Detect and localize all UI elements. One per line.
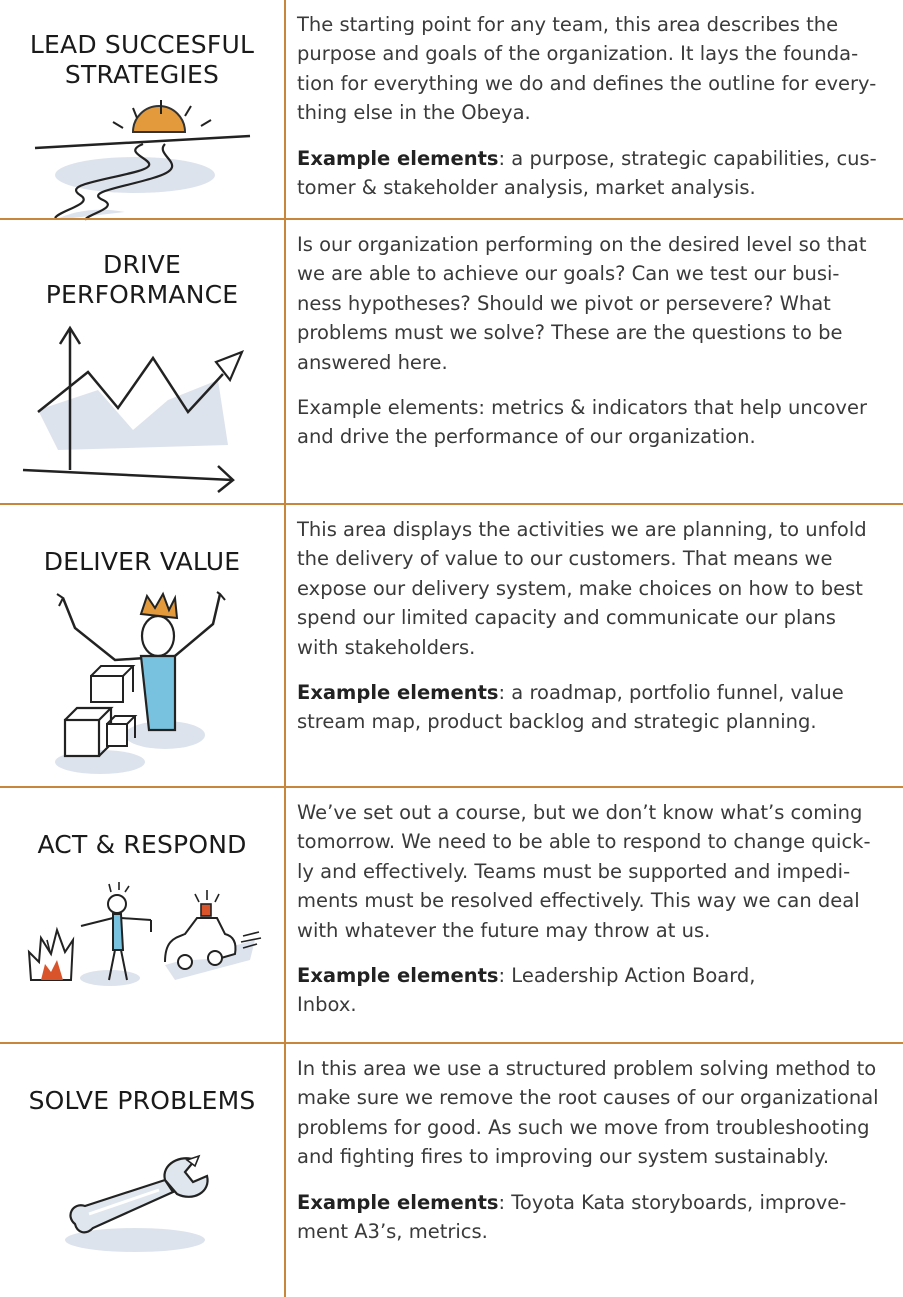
- text-line: We’ve set out a course, but we don’t kno…: [297, 801, 863, 824]
- row-title-line: DELIVER VALUE: [43, 547, 241, 576]
- example-line: : Leadership Action Board,: [498, 964, 756, 988]
- row-left-cell: SOLVE PROBLEMS: [0, 1044, 284, 1297]
- column-divider: [284, 788, 286, 1044]
- text-line: the delivery of value to our customers. …: [297, 547, 833, 571]
- row-title-line: DRIVE: [103, 250, 181, 279]
- row-description: We’ve set out a course, but we don’t kno…: [297, 798, 887, 945]
- column-divider: [284, 1044, 286, 1297]
- example-line: : a purpose, strategic capabilities, cus…: [498, 146, 877, 170]
- row-examples: Example elements: Leadership Action Boar…: [297, 961, 887, 1020]
- row-examples: Example elements: metrics & indicators t…: [297, 393, 887, 452]
- text-line: In this area we use a structured problem…: [297, 1057, 877, 1080]
- example-label: Example elements: [297, 681, 499, 705]
- wrench-icon: [65, 1154, 209, 1252]
- example-line: : a roadmap, portfolio funnel, value: [498, 681, 844, 705]
- row-left-cell: LEAD SUCCESFUL STRATEGIES: [0, 0, 284, 221]
- text-line: thing else in the Obeya.: [297, 101, 531, 125]
- row-title: DELIVER VALUE: [0, 547, 284, 577]
- row-right-cell: Is our organization performing on the de…: [297, 230, 887, 452]
- row-right-cell: The starting point for any team, this ar…: [297, 10, 887, 202]
- example-line: Inbox.: [297, 993, 357, 1017]
- example-label: Example elements: [297, 146, 499, 170]
- row-examples: Example elements: a roadmap, portfolio f…: [297, 678, 887, 737]
- row-title-line: PERFORMANCE: [45, 280, 239, 309]
- text-line: Is our organization performing on the de…: [297, 233, 867, 256]
- row-description: The starting point for any team, this ar…: [297, 10, 887, 128]
- row-examples: Example elements: a purpose, strategic c…: [297, 144, 887, 203]
- row-examples: Example elements: Toyota Kata storyboard…: [297, 1188, 887, 1247]
- example-line: Example elements: metrics & indicators t…: [297, 396, 867, 420]
- row-deliver-value: DELIVER VALUE: [0, 503, 903, 788]
- row-title: SOLVE PROBLEMS: [0, 1086, 284, 1116]
- text-line: problems for good. As such we move from …: [297, 1115, 870, 1139]
- text-line: answered here.: [297, 350, 448, 374]
- row-title: DRIVE PERFORMANCE: [0, 250, 284, 310]
- text-line: make sure we remove the root causes of o…: [297, 1086, 879, 1110]
- example-line: tomer & stakeholder analysis, market ana…: [297, 176, 756, 200]
- row-right-cell: In this area we use a structured problem…: [297, 1054, 887, 1246]
- text-line: ments must be resolved effectively. This…: [297, 889, 860, 913]
- row-title-line: STRATEGIES: [64, 60, 220, 89]
- row-title: ACT & RESPOND: [0, 830, 284, 860]
- example-label: Example elements: [297, 1190, 499, 1214]
- text-line: tomorrow. We need to be able to respond …: [297, 830, 871, 854]
- text-line: with whatever the future may throw at us…: [297, 918, 711, 942]
- crowned-person-blocks-icon: [55, 591, 226, 774]
- line-chart-icon: [22, 325, 245, 493]
- example-line: ment A3’s, metrics.: [297, 1220, 488, 1244]
- row-description: Is our organization performing on the de…: [297, 230, 887, 377]
- text-line: we are able to achieve our goals? Can we…: [297, 262, 840, 286]
- column-divider: [284, 220, 286, 505]
- row-solve-problems: SOLVE PROBLEMS In this area we use a str…: [0, 1042, 903, 1297]
- column-divider: [284, 505, 286, 788]
- example-label: Example elements: [297, 964, 499, 988]
- text-line: purpose and goals of the organization. I…: [297, 42, 859, 66]
- text-line: expose our delivery system, make choices…: [297, 576, 863, 600]
- text-line: This area displays the activities we are…: [297, 518, 867, 541]
- text-line: tion for everything we do and defines th…: [297, 71, 877, 95]
- text-line: ly and effectively. Teams must be suppor…: [297, 859, 851, 883]
- example-line: stream map, product backlog and strategi…: [297, 710, 817, 734]
- text-line: and fighting fires to improving our syst…: [297, 1145, 830, 1169]
- row-left-cell: DRIVE PERFORMANCE: [0, 220, 284, 505]
- row-right-cell: This area displays the activities we are…: [297, 515, 887, 737]
- example-line: : Toyota Kata storyboards, improve-: [498, 1190, 847, 1214]
- row-left-cell: DELIVER VALUE: [0, 505, 284, 788]
- text-line: The starting point for any team, this ar…: [297, 13, 839, 36]
- row-title-line: LEAD SUCCESFUL: [29, 30, 255, 59]
- text-line: problems must we solve? These are the qu…: [297, 321, 843, 345]
- fire-person-police-car-icon: [27, 882, 262, 986]
- row-left-cell: ACT & RESPOND: [0, 788, 284, 1044]
- example-line: and drive the performance of our organiz…: [297, 425, 756, 449]
- text-line: ness hypotheses? Should we pivot or pers…: [297, 291, 831, 315]
- sunrise-road-icon: [34, 100, 251, 221]
- row-drive-performance: DRIVE PERFORMANCE Is our organization pe…: [0, 218, 903, 505]
- text-line: with stakeholders.: [297, 635, 476, 659]
- row-act-respond: ACT & RESPOND: [0, 786, 903, 1044]
- row-title: LEAD SUCCESFUL STRATEGIES: [0, 30, 284, 90]
- row-title-line: SOLVE PROBLEMS: [28, 1086, 256, 1115]
- row-description: This area displays the activities we are…: [297, 515, 887, 662]
- row-lead-strategies: LEAD SUCCESFUL STRATEGIES The starting p…: [0, 0, 903, 221]
- row-right-cell: We’ve set out a course, but we don’t kno…: [297, 798, 887, 1020]
- row-description: In this area we use a structured problem…: [297, 1054, 887, 1172]
- row-title-line: ACT & RESPOND: [37, 830, 247, 859]
- text-line: spend our limited capacity and communica…: [297, 606, 836, 630]
- column-divider: [284, 0, 286, 218]
